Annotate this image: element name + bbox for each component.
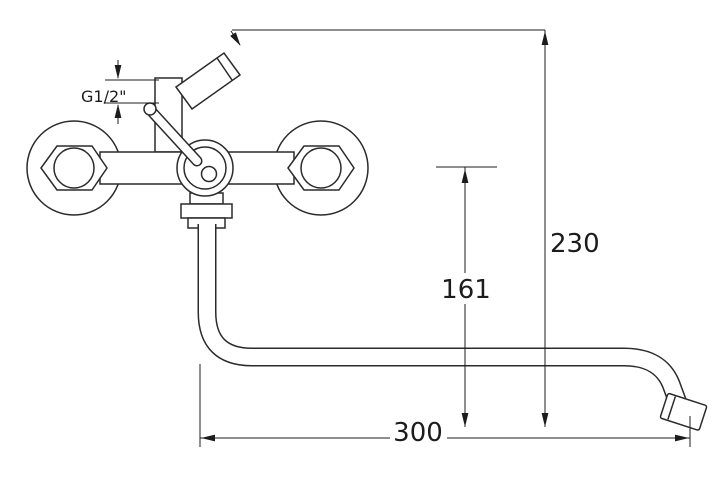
spout-tube-fill: [199, 224, 686, 406]
aerator: [659, 392, 708, 431]
dimension-lines: [105, 29, 691, 447]
dimension-labels: G1/2" 230 161 300: [81, 87, 600, 448]
dimension-thread: [105, 60, 159, 124]
nozzle-tip-band: [216, 57, 233, 81]
drop-161-label: 161: [441, 275, 491, 305]
hub-pivot-detail: [200, 165, 218, 183]
nut-collar-mid: [180, 203, 233, 219]
shower-outlet-nozzle: [174, 51, 242, 111]
left-handle: [40, 145, 108, 191]
thread-size-label: G1/2": [81, 87, 127, 106]
diverter-lever: [143, 102, 203, 167]
faucet-linework: [26, 51, 708, 431]
reach-300-label: 300: [393, 418, 443, 448]
right-handle: [287, 145, 355, 191]
spout-tube-outline: [197, 224, 687, 407]
height-230-label: 230: [550, 229, 600, 259]
dimension-230: [230, 29, 549, 427]
